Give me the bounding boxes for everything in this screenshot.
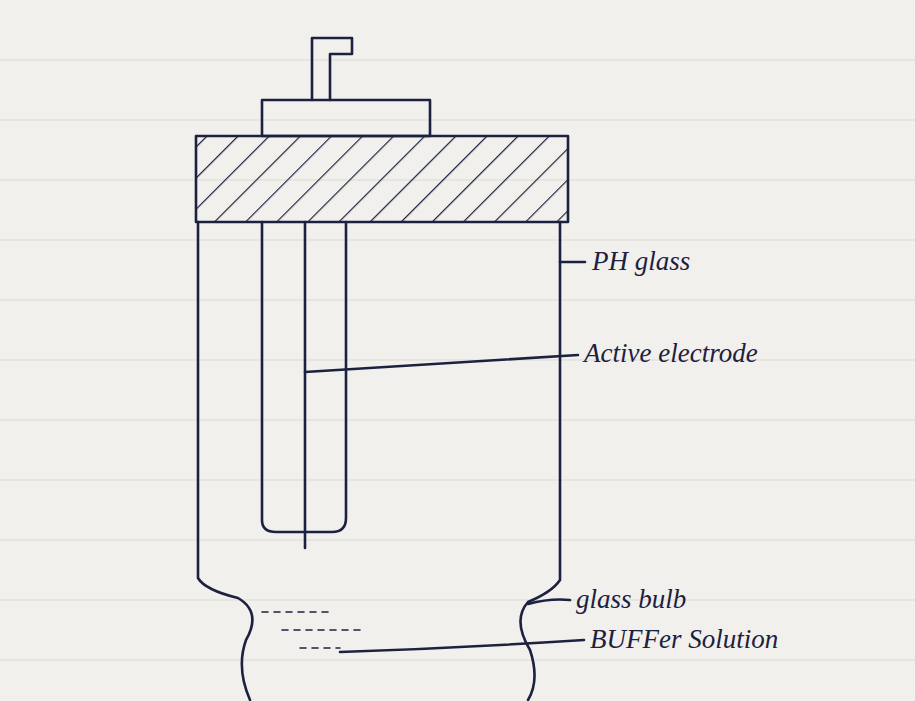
terminal-wire: [312, 38, 352, 100]
buffer-solution-marks: [262, 612, 360, 648]
leader-line: [528, 600, 570, 605]
part-label: Active electrode: [584, 340, 758, 367]
paper-lines: [0, 60, 915, 660]
part-label: BUFFer Solution: [590, 626, 778, 653]
leader-line: [560, 261, 585, 264]
part-label: PH glass: [592, 248, 690, 275]
active-electrode-wire: [304, 222, 307, 548]
terminal-block: [262, 100, 430, 136]
leader-line: [305, 355, 578, 372]
part-label: glass bulb: [576, 586, 686, 613]
outer-glass-body: [198, 222, 560, 700]
electrode-cap: [196, 136, 568, 222]
leader-line: [340, 640, 584, 652]
